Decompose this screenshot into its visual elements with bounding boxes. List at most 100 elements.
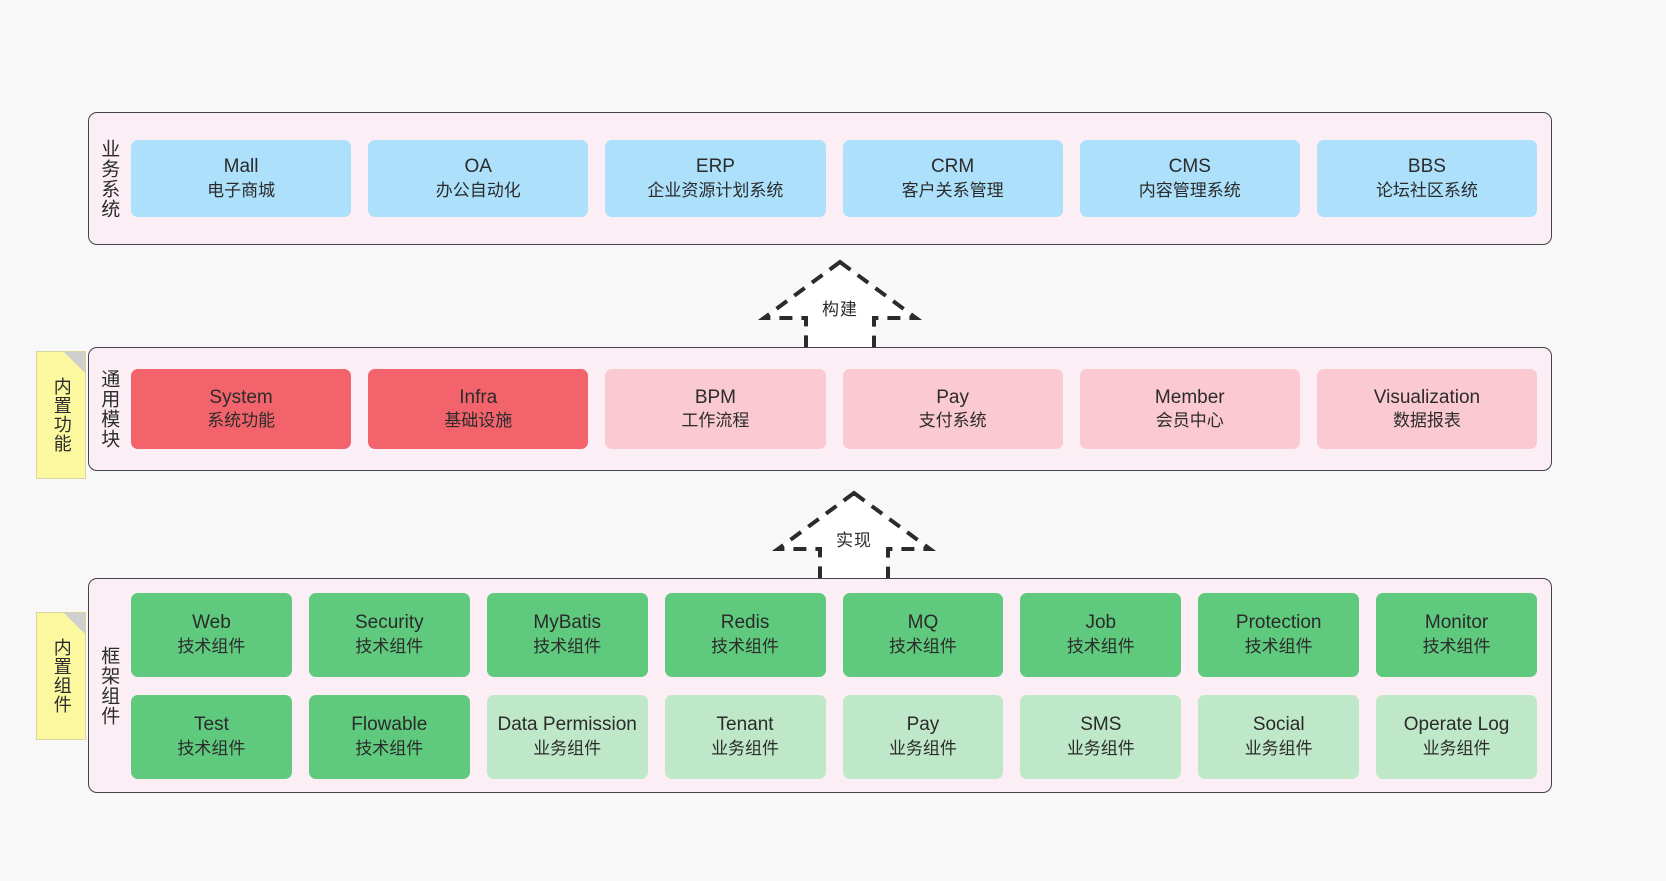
card-title: MyBatis [533,612,601,634]
card-subtitle: 技术组件 [1066,636,1135,656]
card-subtitle: 论坛社区系统 [1375,180,1478,200]
common-module-card-member[interactable]: Member 会员中心 [1079,369,1300,449]
framework-components-label: 框架组件 [98,645,120,726]
common-module-card-system[interactable]: System 系统功能 [131,369,352,449]
card-subtitle: 技术组件 [177,738,246,758]
card-subtitle: 业务组件 [533,738,602,758]
card-subtitle: 技术组件 [355,636,424,656]
card-subtitle: 数据报表 [1392,411,1461,431]
card-title: ERP [695,156,735,178]
common-modules-label: 通用模块 [98,369,120,449]
common-module-card-pay[interactable]: Pay 支付系统 [842,369,1063,449]
card-title: Data Permission [497,714,637,736]
card-subtitle: 工作流程 [681,411,750,431]
card-subtitle: 技术组件 [1422,636,1491,656]
card-subtitle: 技术组件 [888,636,957,656]
card-title: Monitor [1424,612,1489,634]
card-subtitle: 技术组件 [177,636,246,656]
sticky-fold-corner-icon [64,613,85,634]
builtin-components-sticky-label: 内置组件 [51,638,72,714]
builtin-features-sticky-label: 内置功能 [51,377,72,453]
card-subtitle: 企业资源计划系统 [647,180,784,200]
card-subtitle: 支付系统 [918,411,987,431]
card-subtitle: 技术组件 [711,636,780,656]
card-title: BBS [1407,156,1446,178]
common-module-card-visualization[interactable]: Visualization 数据报表 [1316,369,1538,449]
card-subtitle: 技术组件 [1244,636,1313,656]
implement-arrow-label: 实现 [836,531,872,550]
card-subtitle: 内容管理系统 [1138,180,1241,200]
card-title: Member [1154,386,1225,408]
card-title: MQ [907,612,939,634]
card-title: Job [1085,612,1117,634]
card-title: Pay [936,386,969,408]
card-subtitle: 客户关系管理 [901,180,1004,200]
card-title: Mall [223,156,259,178]
card-subtitle: 会员中心 [1155,411,1224,431]
card-title: Protection [1235,612,1322,634]
card-subtitle: 技术组件 [533,636,602,656]
card-title: SMS [1080,714,1122,736]
card-subtitle: 业务组件 [888,738,957,758]
card-title: Visualization [1373,386,1481,408]
build-arrow: 构建 [756,256,924,356]
build-arrow-label: 构建 [822,300,858,319]
implement-arrow: 实现 [770,487,938,587]
card-title: Pay [906,714,940,736]
card-title: Infra [459,386,498,408]
card-title: Social [1252,714,1305,736]
card-title: Tenant [716,714,774,736]
card-title: CRM [930,156,975,178]
card-subtitle: 业务组件 [1066,738,1135,758]
card-title: Test [194,714,229,736]
card-subtitle: 电子商城 [207,180,276,200]
sticky-fold-corner-icon [64,352,85,373]
card-subtitle: 业务组件 [1244,738,1313,758]
business-systems-label: 业务系统 [98,138,120,219]
card-title: Web [192,612,231,634]
card-subtitle: 系统功能 [207,411,276,431]
common-module-card-infra[interactable]: Infra 基础设施 [368,369,589,449]
builtin-components-sticky: 内置组件 [36,612,86,740]
card-subtitle: 业务组件 [711,738,780,758]
card-title: Flowable [351,714,428,736]
card-subtitle: 业务组件 [1422,738,1491,758]
builtin-features-sticky: 内置功能 [36,351,86,479]
card-title: System [209,386,273,408]
card-title: Security [354,612,424,634]
card-subtitle: 基础设施 [444,411,513,431]
